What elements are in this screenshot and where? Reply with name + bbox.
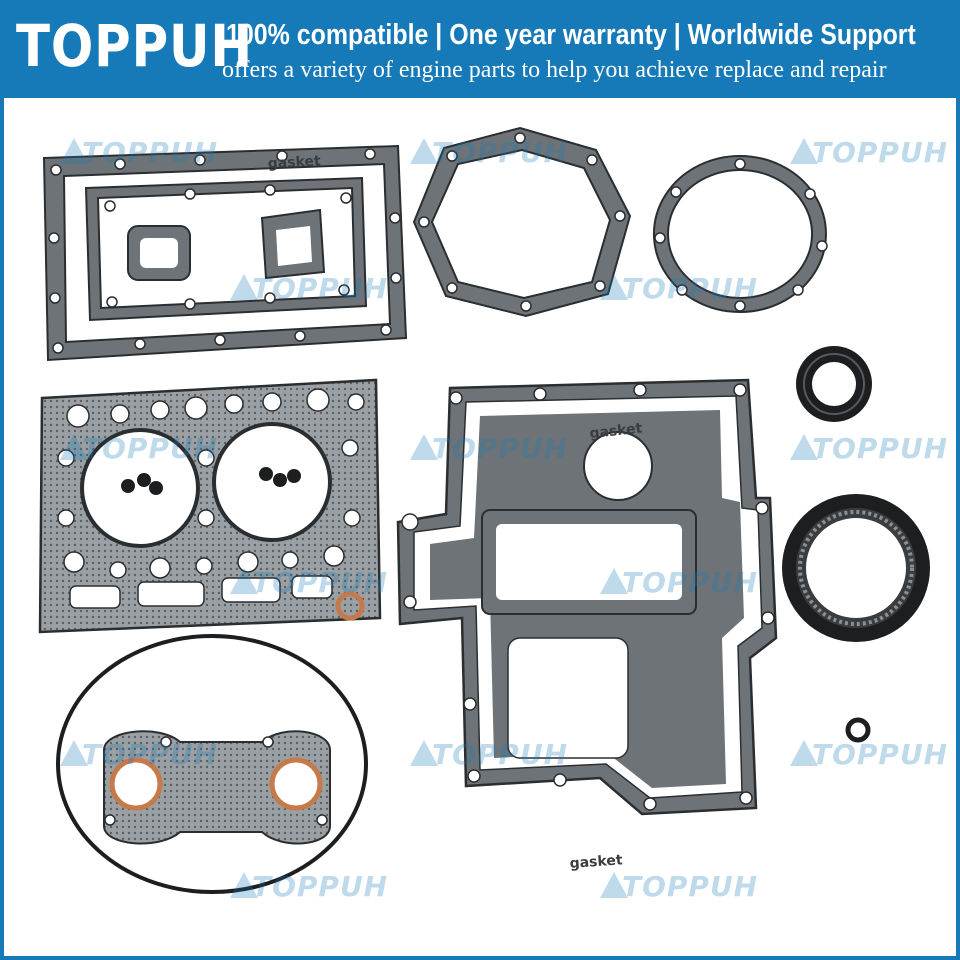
gasket-marking: gasket bbox=[589, 421, 644, 442]
watermark-logo: TOPPUH bbox=[790, 136, 948, 169]
watermark-logo: TOPPUH bbox=[600, 870, 758, 903]
banner-tagline: 100% compatible | One year warranty | Wo… bbox=[226, 19, 916, 51]
transmission-cover-gasket bbox=[396, 378, 778, 816]
inner-cover-gasket bbox=[84, 176, 368, 322]
watermark-logo: TOPPUH bbox=[790, 432, 948, 465]
o-ring-tiny bbox=[845, 717, 871, 743]
watermark-logo: TOPPUH bbox=[790, 738, 948, 771]
exhaust-manifold-gasket bbox=[103, 730, 331, 845]
watermark-logo: TOPPUH bbox=[230, 272, 388, 305]
large-o-ring bbox=[56, 634, 368, 894]
gasket-marking: gasket bbox=[569, 852, 623, 872]
watermark-logo: TOPPUH bbox=[410, 136, 568, 169]
round-cover-gasket bbox=[653, 155, 828, 313]
watermark-logo: TOPPUH bbox=[410, 738, 568, 771]
cylinder-head-gasket bbox=[38, 378, 382, 634]
oil-seal-large bbox=[782, 494, 930, 642]
gasket-marking: gasket bbox=[267, 153, 321, 172]
brand-logo: TOPPUH bbox=[16, 12, 253, 80]
oil-seal-small bbox=[796, 346, 872, 422]
gasket-kit-photo: gasket gasket gasket bbox=[38, 126, 930, 894]
watermark-logo: TOPPUH bbox=[60, 738, 218, 771]
watermark-logo: TOPPUH bbox=[60, 136, 218, 169]
valve-cover-gasket bbox=[42, 144, 408, 362]
brand-banner: TOPPUH 100% compatible | One year warran… bbox=[0, 0, 960, 98]
watermark-logo: TOPPUH bbox=[230, 566, 388, 599]
watermark-logo: TOPPUH bbox=[230, 870, 388, 903]
watermark-logo: TOPPUH bbox=[410, 432, 568, 465]
banner-subline: offers a variety of engine parts to help… bbox=[222, 57, 887, 83]
watermark-logo: TOPPUH bbox=[600, 272, 758, 305]
watermark-logo: TOPPUH bbox=[60, 432, 218, 465]
watermark-logo: TOPPUH bbox=[600, 566, 758, 599]
housing-gasket-octagon bbox=[412, 126, 632, 318]
